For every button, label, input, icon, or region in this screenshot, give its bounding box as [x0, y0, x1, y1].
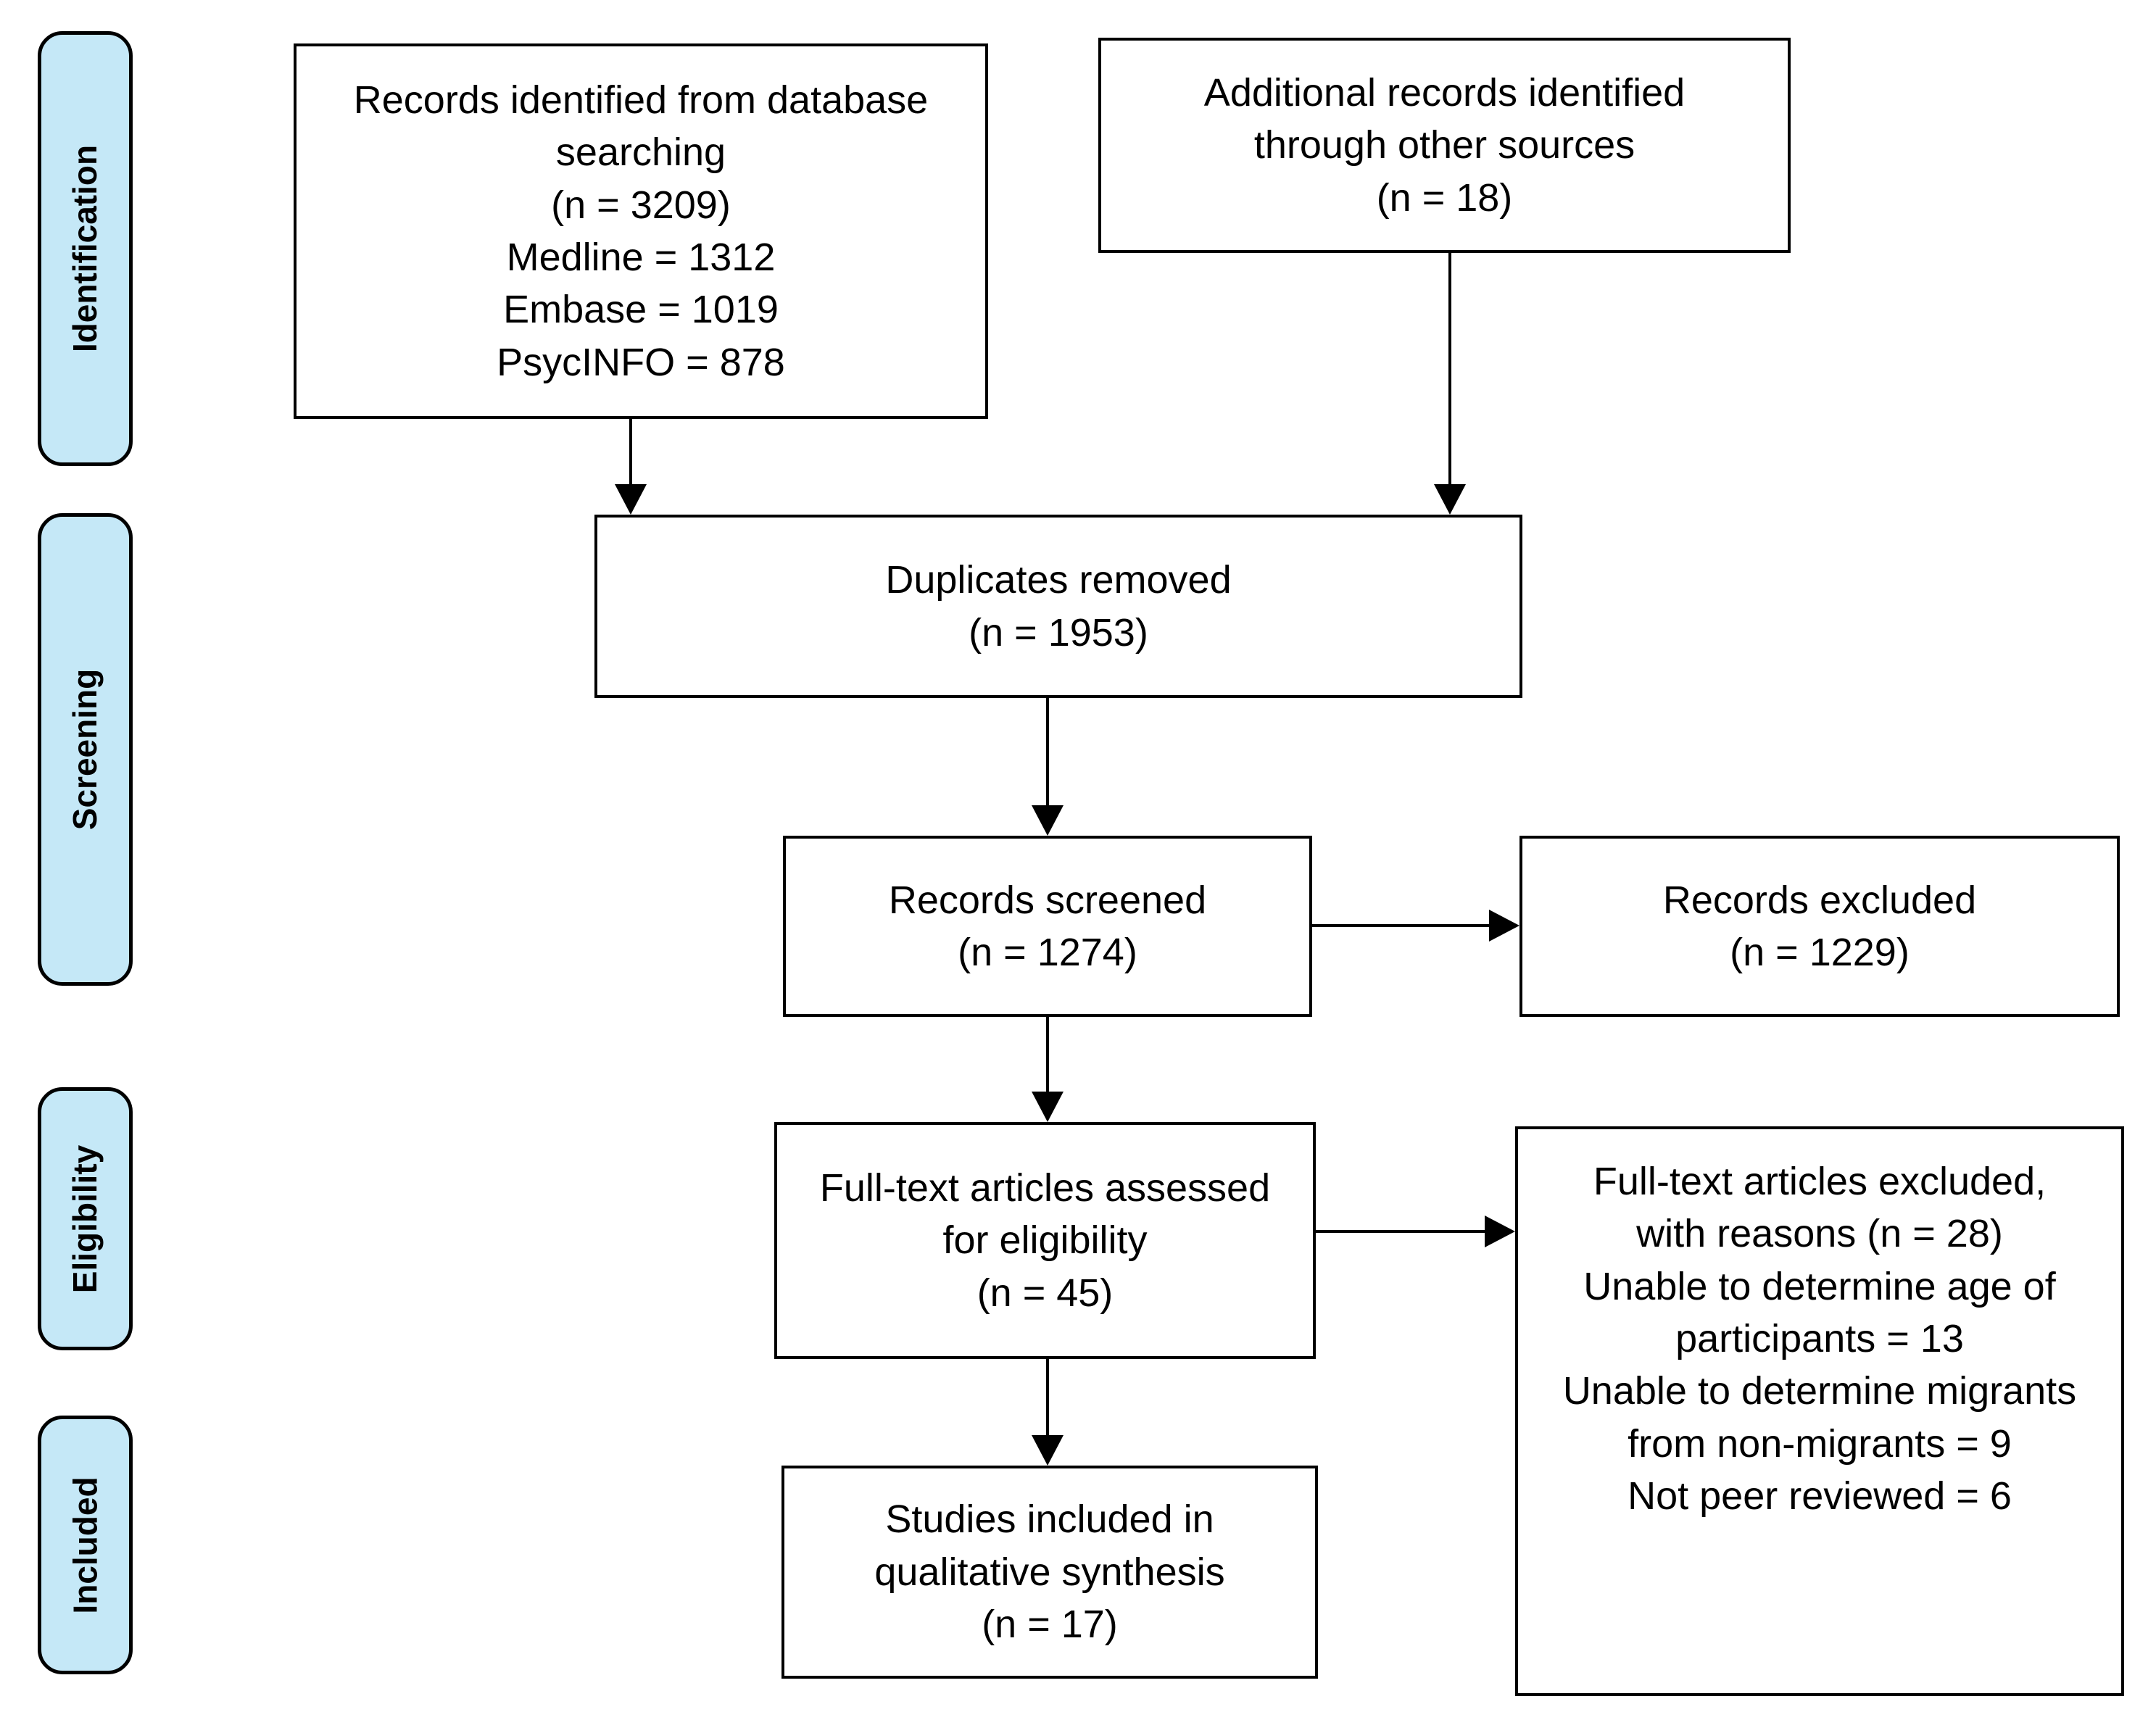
- box-studies-included: Studies included in qualitative synthesi…: [781, 1466, 1318, 1679]
- box-fulltext-assessed-text: Full-text articles assessed for eligibil…: [819, 1165, 1271, 1315]
- box-duplicates-removed-text: Duplicates removed (n = 1953): [885, 558, 1232, 655]
- arrow-additional-to-duplicates-line: [1448, 253, 1451, 486]
- arrow-duplicates-to-screened-line: [1046, 698, 1049, 807]
- stage-eligibility: Eligibility: [38, 1087, 133, 1350]
- box-records-identified-text: Records identified from database searchi…: [353, 78, 929, 384]
- box-fulltext-excluded-text: Full-text articles excluded, with reason…: [1562, 1160, 2077, 1518]
- arrow-assessed-to-included-head: [1032, 1435, 1064, 1466]
- box-records-identified: Records identified from database searchi…: [294, 43, 988, 419]
- box-records-excluded-text: Records excluded (n = 1229): [1662, 878, 1977, 974]
- arrow-assessed-to-included-line: [1046, 1359, 1049, 1437]
- arrow-screened-to-assessed-head: [1032, 1092, 1064, 1122]
- box-additional-records: Additional records identified through ot…: [1098, 38, 1791, 253]
- box-records-excluded: Records excluded (n = 1229): [1519, 836, 2120, 1017]
- arrow-identified-to-duplicates-line: [629, 419, 632, 487]
- arrow-identified-to-duplicates-head: [615, 484, 647, 515]
- stage-identification-label: Identification: [66, 144, 104, 353]
- box-fulltext-excluded: Full-text articles excluded, with reason…: [1515, 1126, 2124, 1696]
- stage-screening: Screening: [38, 513, 133, 986]
- box-additional-records-text: Additional records identified through ot…: [1203, 70, 1686, 220]
- arrow-assessed-to-excluded-head: [1485, 1216, 1515, 1247]
- stage-included-label: Included: [66, 1476, 104, 1614]
- stage-screening-label: Screening: [66, 668, 104, 831]
- stage-included: Included: [38, 1416, 133, 1674]
- box-studies-included-text: Studies included in qualitative synthesi…: [874, 1497, 1225, 1647]
- arrow-screened-to-excluded-line: [1312, 924, 1490, 927]
- arrow-additional-to-duplicates-head: [1434, 484, 1466, 515]
- arrow-assessed-to-excluded-line: [1316, 1230, 1486, 1233]
- box-records-screened-text: Records screened (n = 1274): [888, 878, 1207, 974]
- stage-eligibility-label: Eligibility: [66, 1144, 104, 1293]
- stage-identification: Identification: [38, 31, 133, 466]
- box-fulltext-assessed: Full-text articles assessed for eligibil…: [774, 1122, 1316, 1359]
- box-duplicates-removed: Duplicates removed (n = 1953): [594, 515, 1522, 698]
- box-records-screened: Records screened (n = 1274): [783, 836, 1312, 1017]
- arrow-screened-to-excluded-head: [1489, 910, 1519, 942]
- arrow-screened-to-assessed-line: [1046, 1017, 1049, 1093]
- arrow-duplicates-to-screened-head: [1032, 805, 1064, 836]
